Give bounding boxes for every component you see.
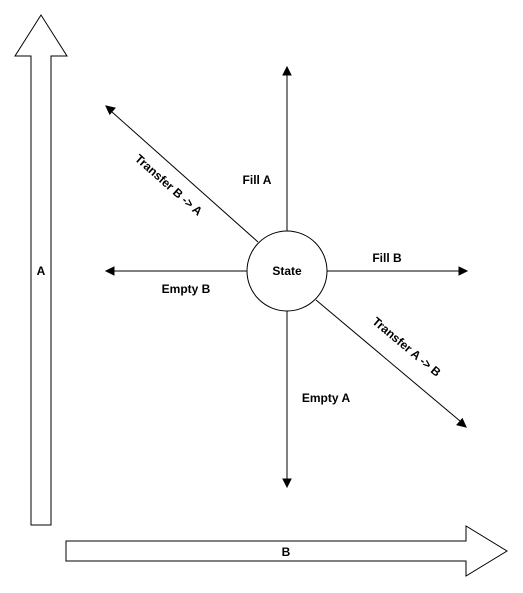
axis-a-arrow: A	[14, 14, 68, 526]
arrowhead	[456, 417, 467, 428]
arrowhead	[104, 266, 115, 276]
edge-empty-b: Empty B	[104, 266, 247, 296]
edge-transfer-a-to-b: Transfer A -> B	[315, 299, 467, 428]
edge-label-fill-b: Fill B	[372, 251, 402, 265]
edge-fill-a: Fill A	[243, 65, 292, 231]
axis-b-arrow: B	[65, 525, 508, 577]
arrowhead	[105, 105, 116, 116]
arrowhead	[282, 65, 292, 76]
arrowhead	[458, 266, 469, 276]
edge-label-empty-a: Empty A	[302, 391, 351, 405]
axis-b-arrow-shape	[65, 525, 508, 577]
axis-a-label: A	[37, 264, 46, 278]
state-label: State	[272, 264, 302, 278]
edge-label-empty-b: Empty B	[162, 282, 211, 296]
state-node: State	[246, 230, 328, 312]
edge-transfer-b-to-a: Transfer B -> A	[105, 105, 259, 243]
edge-label-transfer-a-to-b: Transfer A -> B	[370, 314, 444, 379]
axis-a-arrow-shape	[14, 14, 68, 526]
axis-b-label: B	[282, 545, 291, 559]
edge-label-fill-a: Fill A	[243, 173, 272, 187]
edge-empty-a: Empty A	[282, 311, 351, 489]
edge-fill-b: Fill B	[327, 251, 469, 276]
state-circle	[246, 230, 328, 312]
arrowhead	[282, 478, 292, 489]
